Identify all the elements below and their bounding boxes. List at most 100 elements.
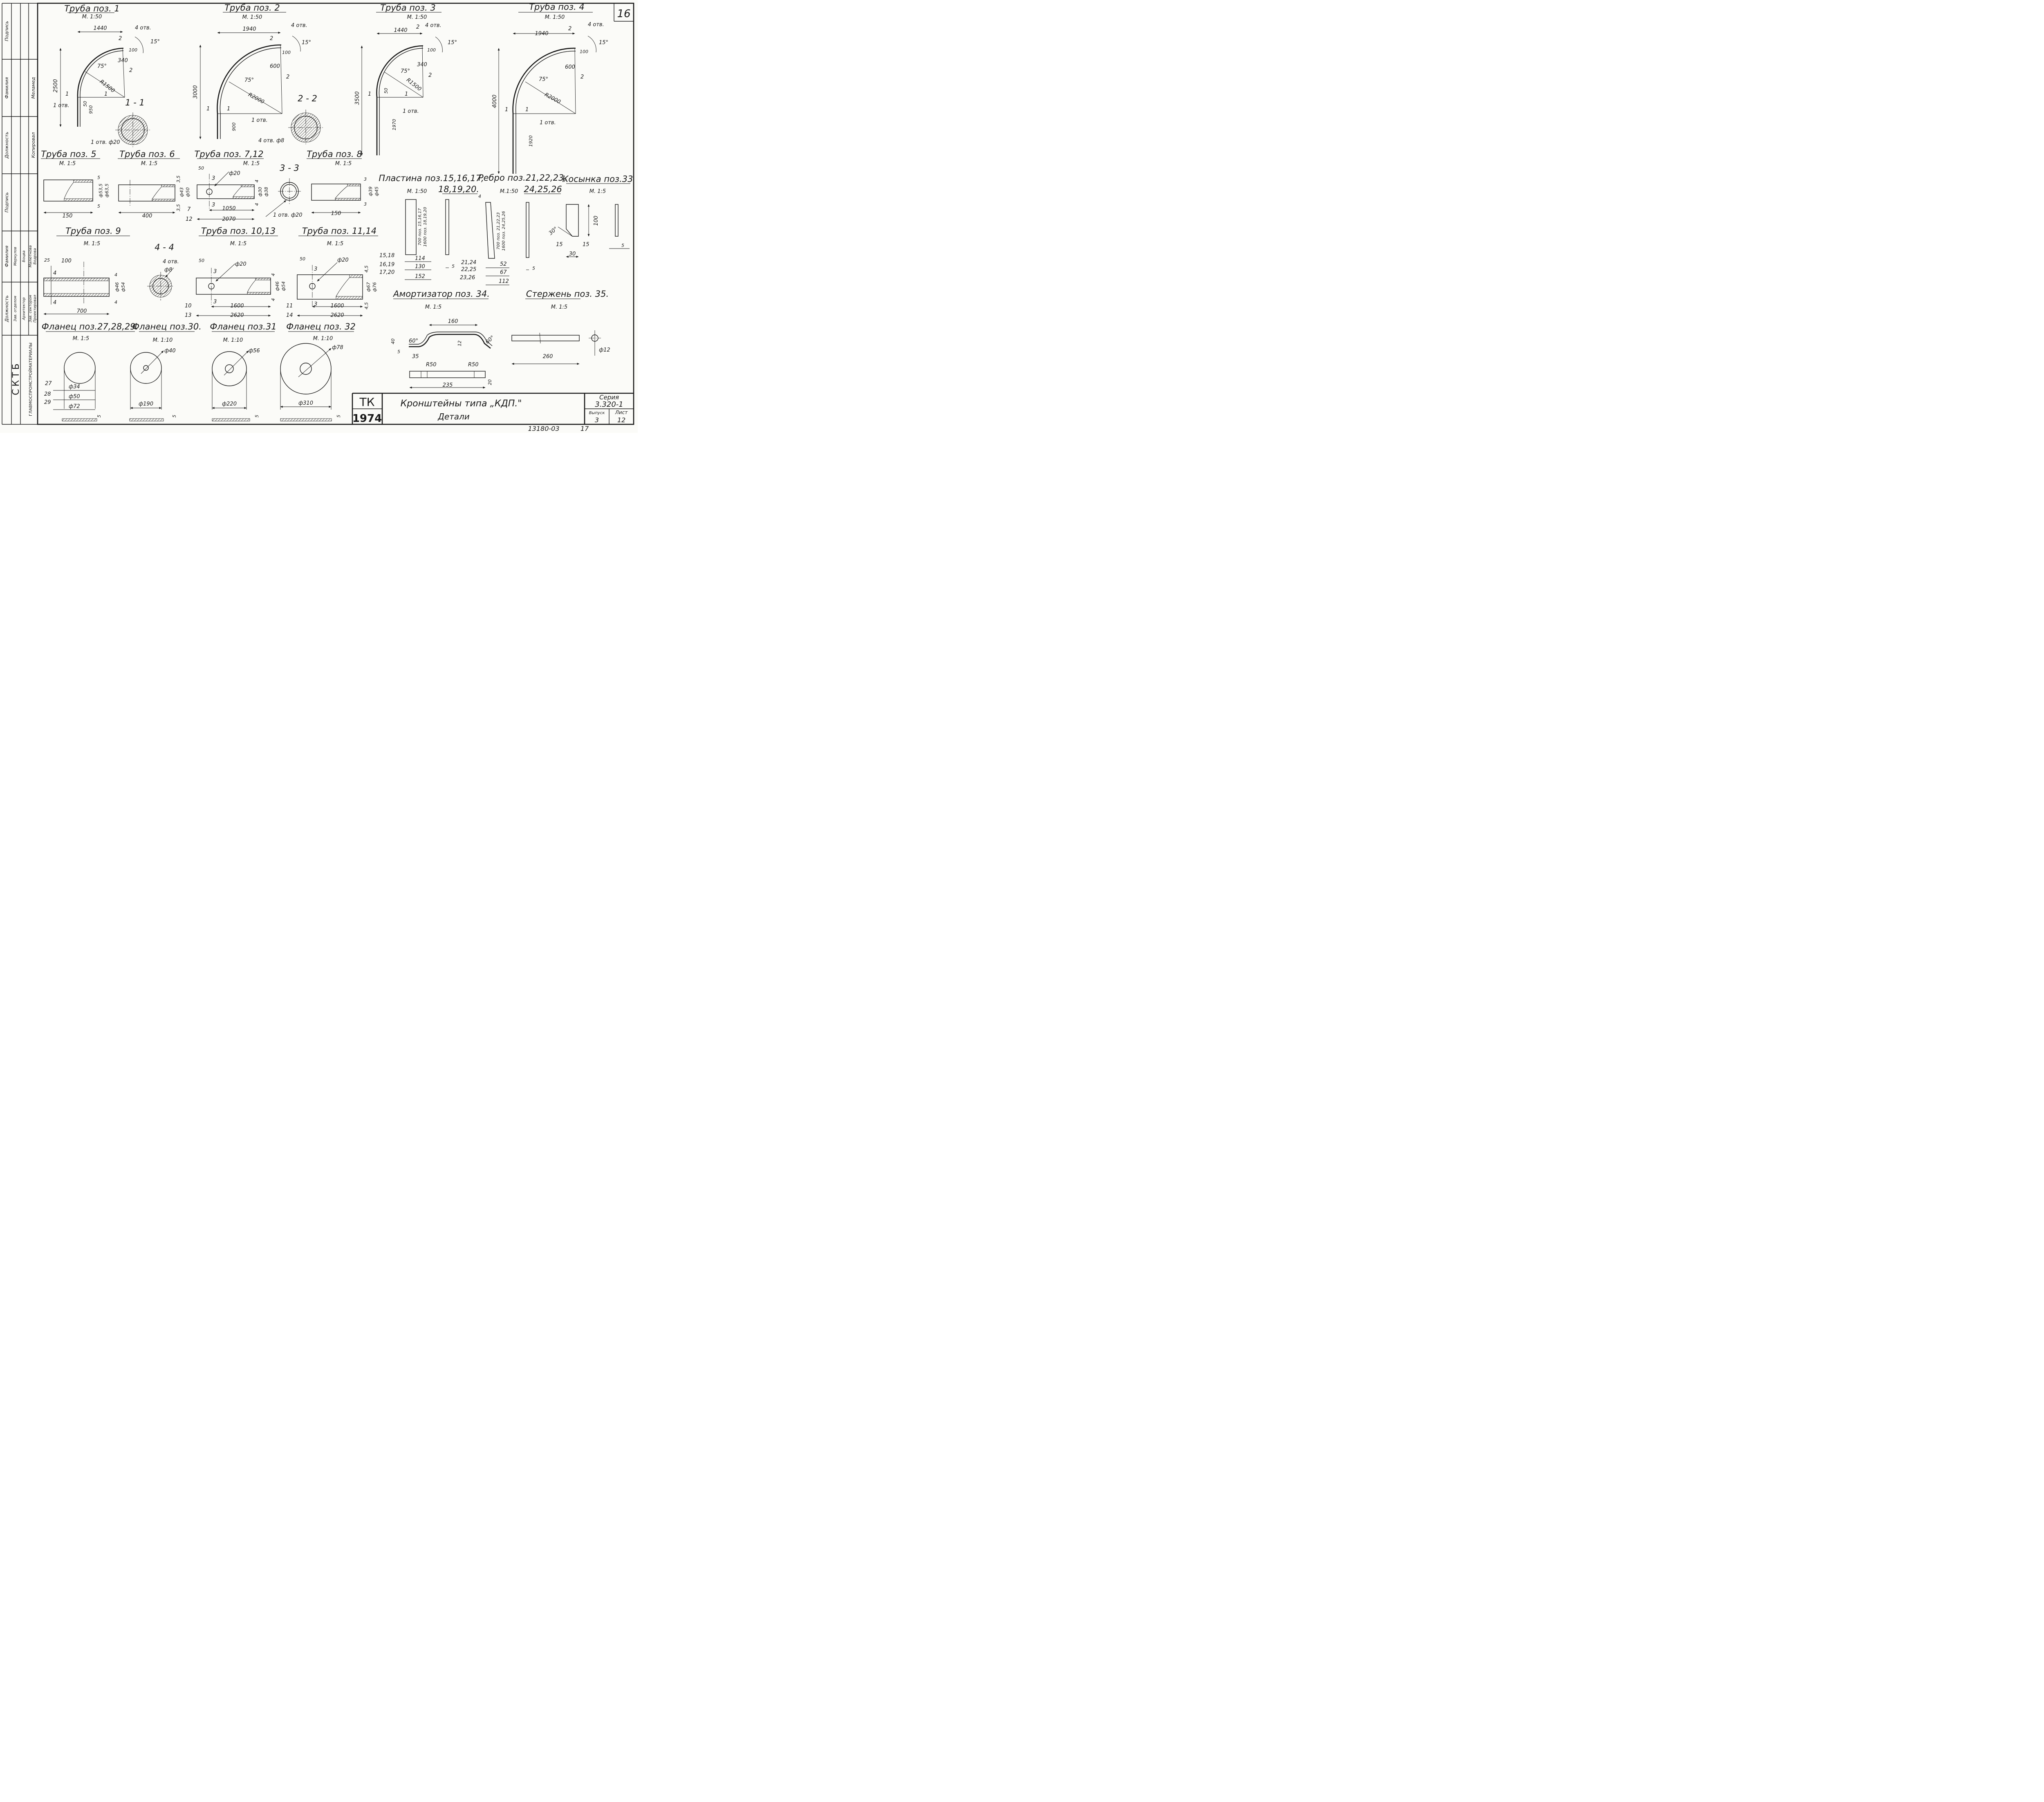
tube-2-sec-b: 1 <box>227 106 230 112</box>
plastina-v1: 114 <box>415 256 425 262</box>
plastina-p3: 17,20 <box>379 269 394 276</box>
rebro-v3: 112 <box>499 278 509 285</box>
amort-thk: 12 <box>457 341 462 346</box>
fl2-d: ф190 <box>139 401 153 407</box>
fl3-scale: М. 1:10 <box>223 337 243 343</box>
row-name-4: Бодрова <box>33 248 37 264</box>
tube-8-t2: 3 <box>364 202 367 207</box>
tube-8-len: 150 <box>331 211 341 217</box>
plastina: Пластина поз.15,16,17, 18,19,20. М. 1:50… <box>379 173 484 280</box>
sterzhen-scale: М. 1:5 <box>551 304 567 310</box>
tube-2-r: R2000 <box>247 92 265 105</box>
fl3-title: Фланец поз.31 <box>210 322 276 332</box>
tube-3-hole1: 1 отв. <box>403 108 419 114</box>
tube-4-sec-b: 1 <box>525 107 529 113</box>
section-3-3: 3 - 3 1 отв. ф20 <box>265 163 303 218</box>
tube-7-mid: 1050 <box>222 206 235 212</box>
sec22-label: 2 - 2 <box>298 94 317 103</box>
plastina-h1: 700 поз. 15,16,17 <box>418 208 422 246</box>
tube-7-p1: 7 <box>187 206 191 213</box>
tube-9-t1: 4 <box>114 272 117 278</box>
tube-1-hole1: 1 отв. <box>53 103 69 109</box>
tube-5-len: 150 <box>63 213 73 219</box>
tube-3-holes: 4 отв. <box>425 22 442 29</box>
fl1-p2: 28 <box>44 391 51 397</box>
tube-10-cut-a: 3 <box>213 269 217 275</box>
tube-5-t1: 5 <box>97 175 100 180</box>
tube-2-angle: 75° <box>244 77 254 83</box>
tube-3-w: 1440 <box>394 27 407 34</box>
plastina-p2: 16,19 <box>379 262 394 268</box>
tube-7-hole: ф20 <box>229 170 240 177</box>
kosynka-scale: М. 1:5 <box>589 188 606 195</box>
sterzhen-title: Стержень поз. 35. <box>526 289 609 299</box>
tube-2-tilt: 15° <box>302 40 311 46</box>
tube-1-w: 1440 <box>93 25 107 31</box>
rebro-scale: М.1:50 <box>500 188 518 195</box>
tube-10-mid: 1600 <box>230 303 244 309</box>
tube-4-cut-b: 2 <box>580 74 584 80</box>
tube-11-t2: 4,5 <box>364 302 369 309</box>
plastina-title1: Пластина поз.15,16,17, <box>379 173 484 183</box>
tube-7-t2: 4 <box>254 203 260 206</box>
tube-3-scale: М. 1:50 <box>407 14 427 20</box>
row-name-2: Боцва <box>22 251 26 262</box>
tube-3-low2: 1970 <box>392 119 397 130</box>
tb-vypusk: 3 <box>595 416 599 424</box>
tube-6-len: 400 <box>142 213 152 219</box>
plastina-title2: 18,19,20. <box>438 184 479 194</box>
sec33-note: 1 отв. ф20 <box>273 212 303 218</box>
fl1-title: Фланец поз.27,28,29. <box>42 322 139 332</box>
tube-1-tilt: 15° <box>150 39 160 45</box>
sec11-label: 1 - 1 <box>125 98 145 108</box>
tube-2-h: 3000 <box>193 85 199 99</box>
flanets-32: Фланец поз. 32 М. 1:10 ф78 ф310 5 <box>280 322 356 421</box>
title-block: ТК 1974 Кронштейны типа „КДП." Детали Се… <box>352 392 634 425</box>
upper-name: Меламед <box>31 77 36 99</box>
h-familia-2: Фамилия <box>4 245 9 267</box>
row-role-2: Архитектор <box>22 297 26 321</box>
rebro-p3: 23,26 <box>460 275 475 281</box>
tube-1-cut-b: 2 <box>129 67 132 74</box>
sec33-label: 3 - 3 <box>280 163 299 173</box>
drawing-sheet: 16 Подпись Фамилия Должность Подпись Фам… <box>0 0 638 433</box>
fl1-v2: ф50 <box>69 394 80 400</box>
tube-2-scale: М. 1:50 <box>242 14 262 20</box>
tube-10-dout: ф54 <box>281 281 286 291</box>
tube-1-cut-a: 2 <box>119 36 122 42</box>
amort-title: Амортизатор поз. 34. <box>392 289 490 299</box>
rebro-top: 4 <box>478 194 481 199</box>
tb-vypusk-label: Выпуск <box>589 411 605 415</box>
tube-10-scale: М. 1:5 <box>230 241 247 247</box>
tube-1-h: 2500 <box>53 79 59 92</box>
tube-7-cut-b: 3 <box>212 202 215 208</box>
tube-4-cut-a: 2 <box>568 26 572 32</box>
tube-7-len: 2070 <box>222 216 235 222</box>
tube-3-cut-b: 2 <box>428 72 432 78</box>
tube-1-sec-a: 1 <box>65 91 69 97</box>
sterzhen-len: 260 <box>543 354 553 360</box>
fl2-hole: ф40 <box>164 348 176 354</box>
fl4-d: ф310 <box>298 400 313 406</box>
fl1-p3: 29 <box>44 399 51 406</box>
tube-4: Труба поз. 4 М. 1:50 1940 4000 R2000 75°… <box>492 2 608 174</box>
tube-9-a: 25 <box>44 258 50 263</box>
fl1-t: 5 <box>96 415 102 418</box>
tube-11-cut-a: 3 <box>314 266 317 272</box>
tube-11-dout: ф76 <box>372 282 377 291</box>
rebro-t: 5 <box>532 266 535 271</box>
tube-5-din: ф53,5 <box>98 184 103 197</box>
tube-1-low1: 50 <box>83 101 88 107</box>
kosynka-b: 15 <box>583 242 589 248</box>
tube-4-holes: 4 отв. <box>588 22 604 28</box>
tube-5-dout: ф63,5 <box>104 184 110 197</box>
tube-3-angle: 75° <box>401 68 410 74</box>
amort-scale: М. 1:5 <box>425 304 442 310</box>
flanets-31: Фланец поз.31 М. 1:10 ф56 ф220 5 <box>210 322 277 421</box>
tube-7-cut-a: 3 <box>212 175 215 182</box>
tube-11-scale: М. 1:5 <box>327 241 343 247</box>
sec44-label: 4 - 4 <box>155 242 174 252</box>
tube-11-14: Труба поз. 11,14 М. 1:5 ф20 50 3 3 1600 … <box>286 226 378 318</box>
tube-2-cut-b: 2 <box>286 74 289 80</box>
tube-1-d1: 100 <box>129 47 137 53</box>
